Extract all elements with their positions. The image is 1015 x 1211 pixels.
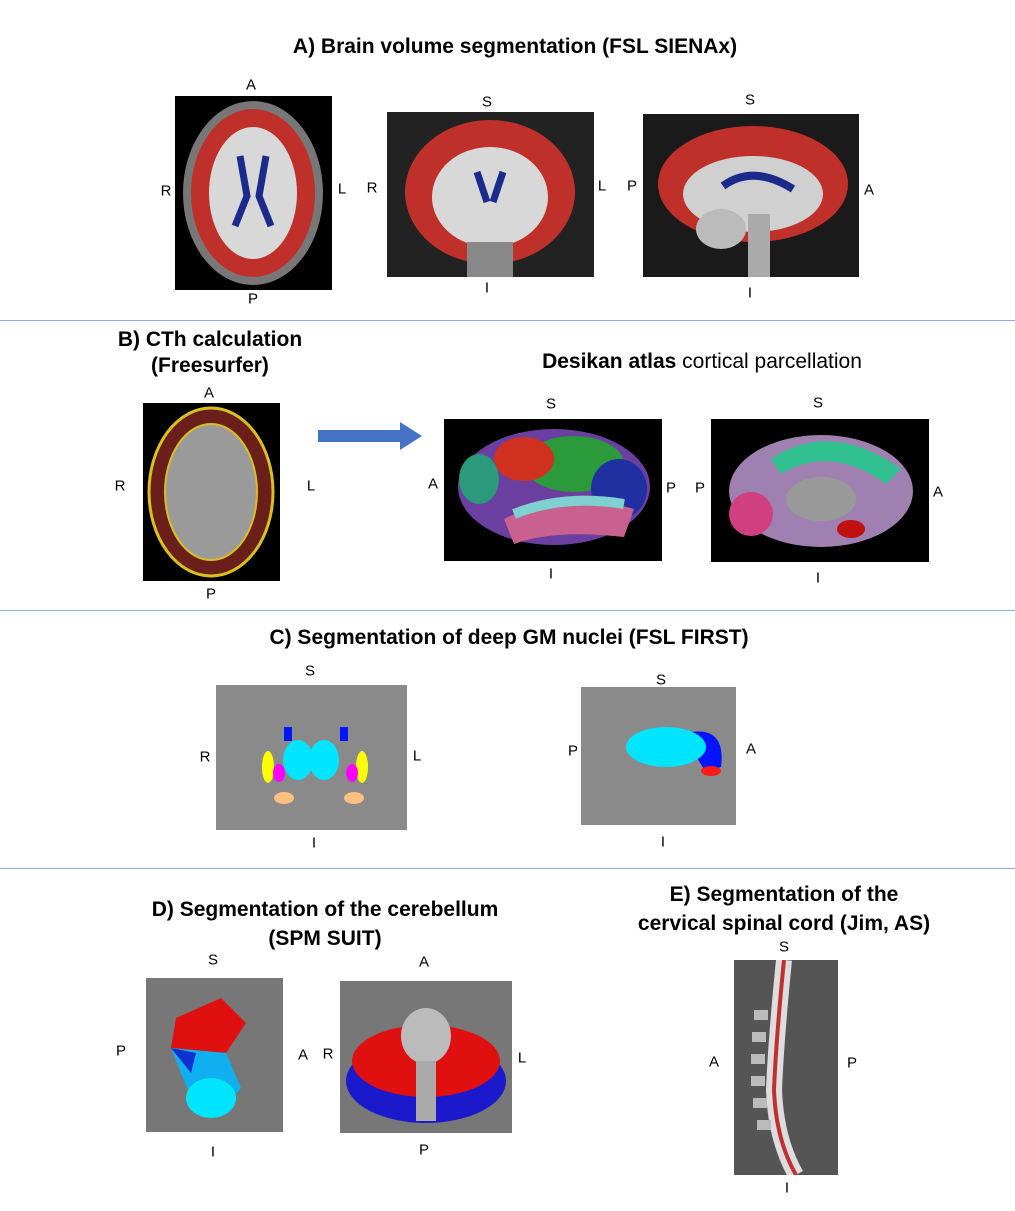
orientation-label: I: [815, 569, 821, 587]
orientation-label: A: [427, 475, 439, 493]
title-line: D) Segmentation of the cerebellum: [151, 898, 499, 921]
orientation-label: S: [481, 93, 493, 111]
section-c-title: C) Segmentation of deep GM nuclei (FSL F…: [269, 626, 749, 649]
orientation-label: L: [597, 177, 607, 195]
atlas-title-bold: Desikan atlas: [542, 350, 677, 373]
orientation-label: A: [245, 76, 257, 94]
orientation-label: R: [322, 1045, 334, 1063]
atlas-title: Desikan atlas cortical parcellation: [542, 350, 862, 374]
orientation-label: I: [484, 279, 490, 297]
orientation-label: P: [247, 290, 259, 308]
sienax-sagittal-image: [643, 114, 859, 277]
orientation-label: S: [207, 951, 219, 969]
first-sagittal-image: [581, 687, 736, 825]
orientation-label: I: [210, 1143, 216, 1161]
orientation-label: I: [548, 565, 554, 583]
separator: [0, 868, 1015, 869]
orientation-label: P: [205, 585, 217, 603]
orientation-label: I: [747, 284, 753, 302]
spinal-cord-image: [734, 960, 838, 1175]
orientation-label: L: [517, 1049, 527, 1067]
orientation-label: I: [311, 834, 317, 852]
sienax-axial-image: [175, 96, 332, 290]
orientation-label: A: [708, 1053, 720, 1071]
section-a-title: A) Brain volume segmentation (FSL SIENAx…: [292, 35, 738, 58]
desikan-medial-image: [711, 419, 929, 562]
orientation-label: P: [567, 742, 579, 760]
atlas-title-rest: cortical parcellation: [676, 350, 862, 373]
separator: [0, 320, 1015, 321]
orientation-label: A: [863, 181, 875, 199]
orientation-label: S: [545, 395, 557, 413]
orientation-label: R: [366, 179, 378, 197]
orientation-label: R: [199, 748, 211, 766]
orientation-label: A: [932, 483, 944, 501]
orientation-label: A: [297, 1046, 309, 1064]
title-line: (Freesurfer): [151, 354, 269, 377]
orientation-label: L: [306, 477, 316, 495]
orientation-label: P: [626, 177, 638, 195]
orientation-label: S: [655, 671, 667, 689]
title-line: B) CTh calculation: [117, 328, 303, 351]
orientation-label: P: [418, 1141, 430, 1159]
orientation-label: P: [694, 479, 706, 497]
arrow-icon: [318, 422, 422, 450]
orientation-label: I: [784, 1179, 790, 1197]
freesurfer-axial-image: [143, 403, 280, 581]
orientation-label: A: [418, 953, 430, 971]
orientation-label: R: [114, 477, 126, 495]
orientation-label: A: [745, 740, 757, 758]
suit-axial-image: [340, 981, 512, 1133]
section-b-title: B) CTh calculation (Freesurfer): [118, 327, 302, 379]
orientation-label: S: [744, 91, 756, 109]
orientation-label: L: [412, 747, 422, 765]
section-d-title: D) Segmentation of the cerebellum (SPM SU…: [152, 895, 499, 953]
orientation-label: L: [337, 180, 347, 198]
first-coronal-image: [216, 685, 407, 830]
orientation-label: A: [203, 384, 215, 402]
orientation-label: P: [665, 479, 677, 497]
sienax-coronal-image: [387, 112, 594, 277]
separator: [0, 610, 1015, 611]
suit-sagittal-image: [146, 978, 283, 1132]
orientation-label: S: [304, 662, 316, 680]
orientation-label: S: [812, 394, 824, 412]
orientation-label: P: [115, 1042, 127, 1060]
orientation-label: P: [846, 1054, 858, 1072]
title-line: (SPM SUIT): [268, 927, 382, 950]
title-line: E) Segmentation of the: [669, 883, 899, 906]
orientation-label: R: [160, 182, 172, 200]
orientation-label: S: [778, 938, 790, 956]
desikan-lateral-image: [444, 419, 662, 561]
orientation-label: I: [660, 833, 666, 851]
section-e-title: E) Segmentation of the cervical spinal co…: [638, 880, 930, 938]
title-line: cervical spinal cord (Jim, AS): [637, 912, 931, 935]
